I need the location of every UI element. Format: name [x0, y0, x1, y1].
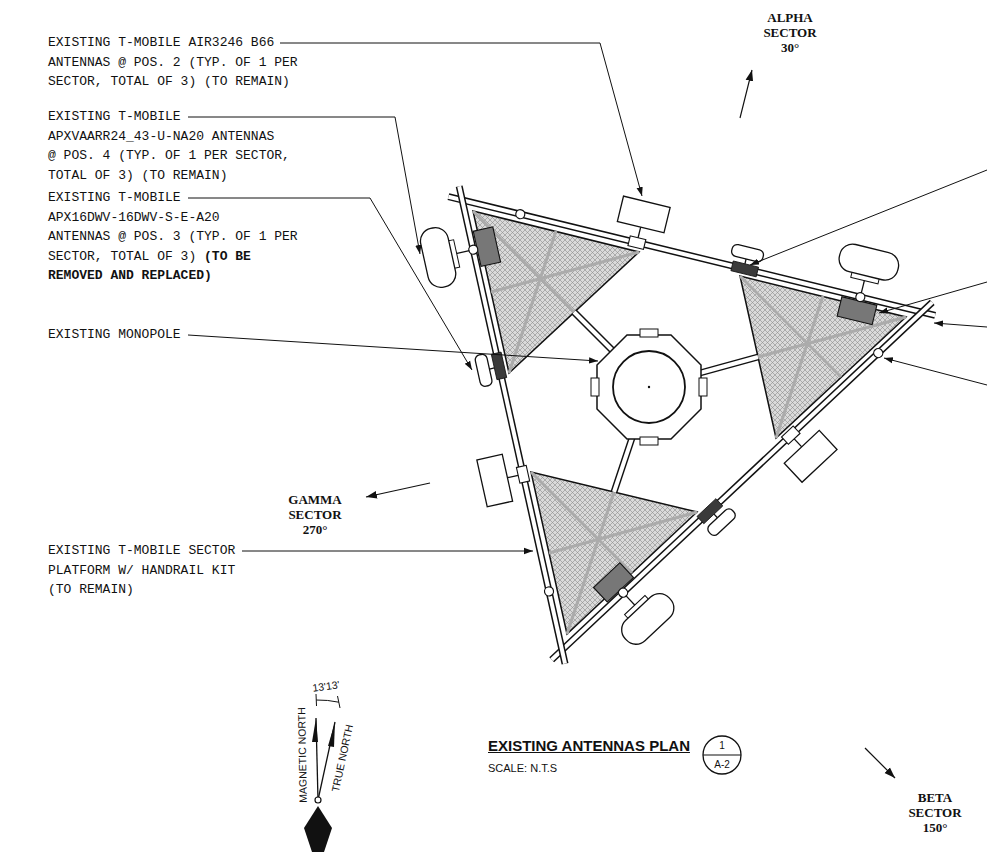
- leader-lines: [188, 43, 987, 551]
- north-arrow: [316, 700, 339, 702]
- north-arrow: [316, 694, 318, 706]
- sector-arrows: [740, 70, 752, 118]
- leader-lines: [280, 43, 642, 196]
- leader-lines: [884, 358, 987, 385]
- monopole: [699, 378, 707, 396]
- north-arrow: [312, 718, 318, 742]
- drawing-title: EXISTING ANTENNAS PLAN: [488, 737, 690, 755]
- mesh-bracing: [491, 252, 639, 292]
- callout-note: EXISTING T-MOBILE APXVAARR24_43-U-NA20 A…: [48, 107, 290, 185]
- monopole: [640, 437, 658, 445]
- callout-note: EXISTING T-MOBILE APX16DWV-16DWV-S-E-A20…: [48, 190, 298, 264]
- support-struts: [574, 312, 758, 492]
- monopole: [648, 386, 650, 388]
- leader-lines: [879, 282, 987, 313]
- support-struts: [574, 312, 758, 492]
- leader-lines: [188, 335, 598, 361]
- gamma-face: [418, 215, 573, 606]
- callout-group: EXISTING T-MOBILE APX16DWV-16DWV-S-E-A20…: [48, 188, 298, 286]
- sheet-number: A-2: [714, 759, 730, 771]
- sector-arrows: [366, 483, 430, 497]
- callout-note: EXISTING MONOPOLE: [48, 325, 181, 345]
- north-arrow: [315, 797, 321, 803]
- beta-face: [552, 302, 933, 659]
- gamma-face: [410, 181, 588, 674]
- detail-bubble: [703, 754, 741, 755]
- support-struts: [574, 312, 758, 492]
- alpha-face: [510, 165, 901, 328]
- monopole: [591, 329, 707, 445]
- leader-lines: [750, 170, 987, 265]
- monopole: [640, 329, 658, 337]
- beta-face: [585, 332, 916, 649]
- sector-label: GAMMA SECTOR 270°: [288, 492, 341, 537]
- mesh-platform-corners: [473, 211, 906, 634]
- monopole: [597, 335, 701, 439]
- declination-angle: 13'13': [312, 678, 341, 694]
- north-arrow: [304, 806, 332, 852]
- alpha-face: [443, 148, 947, 339]
- beta-face: [552, 302, 933, 659]
- beta-face: [535, 285, 966, 696]
- sector-label: BETA SECTOR 150°: [908, 790, 961, 835]
- leader-lines: [242, 551, 533, 552]
- scale-note: SCALE: N.T.S: [488, 762, 557, 775]
- detail-bubble: [703, 736, 741, 774]
- callout-note: EXISTING T-MOBILE AIR3246 B66 ANTENNAS @…: [48, 33, 298, 92]
- mesh-bracing: [473, 211, 906, 634]
- north-arrow: [338, 696, 341, 708]
- monopole: [591, 378, 599, 396]
- leader-lines: [934, 323, 987, 327]
- monopole: [613, 351, 685, 423]
- north-label: MAGNETIC NORTH: [295, 707, 309, 803]
- mesh-bracing: [509, 231, 556, 373]
- sector-arrows: [865, 748, 895, 778]
- callout-note: EXISTING T-MOBILE SECTOR PLATFORM W/ HAN…: [48, 541, 235, 600]
- detail-number: 1: [719, 740, 725, 752]
- detail-bubble: [703, 736, 741, 774]
- north-arrow: [328, 722, 335, 747]
- sector-label: ALPHA SECTOR 30°: [763, 10, 816, 55]
- sector-arrows: [366, 70, 895, 778]
